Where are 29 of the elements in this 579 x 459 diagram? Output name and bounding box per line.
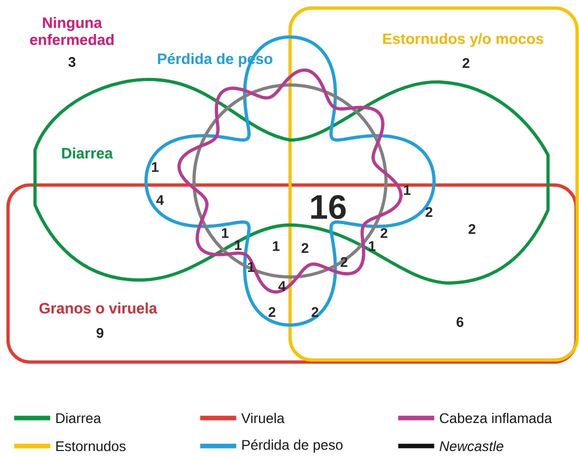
region-count: 2 (312, 307, 318, 317)
legend-label: Viruela (241, 412, 285, 424)
region-count: 1 (222, 228, 228, 238)
region-count: 2 (426, 207, 432, 217)
region-count: 3 (68, 57, 76, 67)
set-label: Ninguna enfermedad (30, 17, 114, 45)
region-count: 2 (302, 243, 308, 253)
legend-label: Estornudos (56, 440, 126, 452)
set-label: Estornudos y/o mocos (383, 33, 544, 47)
region-count: 1 (404, 185, 410, 195)
region-count: 2 (468, 224, 476, 234)
region-count: 1 (272, 241, 280, 251)
legend-label: Cabeza inflamada (440, 412, 552, 424)
region-count: 16 (311, 194, 346, 220)
region-count: 2 (380, 228, 388, 238)
region-count: 4 (156, 195, 164, 205)
region-count: 1 (234, 240, 242, 250)
set-label: Granos o viruela (39, 302, 158, 314)
region-count: 2 (462, 58, 470, 68)
legend-label: Newcastle (440, 440, 504, 452)
legend-label: Pérdida de peso (242, 439, 343, 453)
region-count: 9 (96, 328, 104, 338)
set-label: Diarrea (62, 148, 113, 158)
region-count: 4 (278, 281, 286, 291)
region-count: 2 (268, 307, 276, 317)
region-count: 1 (152, 162, 158, 172)
legend-label: Diarrea (56, 412, 102, 424)
region-count: 1 (368, 241, 376, 251)
region-count: 6 (456, 317, 464, 327)
